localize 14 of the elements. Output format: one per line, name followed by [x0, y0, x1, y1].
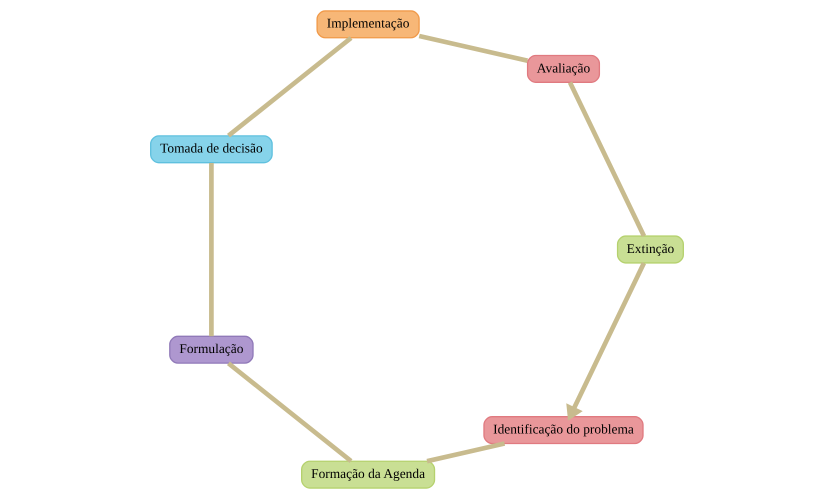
connector	[418, 34, 528, 63]
node-box: Tomada de decisão	[150, 135, 273, 164]
arrow	[566, 262, 646, 421]
node-box: Extinção	[616, 235, 684, 264]
connector	[426, 441, 506, 464]
connector	[568, 81, 646, 238]
node-box: Implementação	[316, 10, 420, 38]
node-box: Formulação	[169, 336, 254, 364]
node-box: Identificação do problema	[483, 416, 644, 444]
node-box: Avaliação	[526, 54, 600, 84]
connector	[209, 162, 214, 336]
connector	[227, 36, 352, 138]
connector	[226, 361, 352, 463]
node-box: Formação da Agenda	[301, 460, 436, 489]
